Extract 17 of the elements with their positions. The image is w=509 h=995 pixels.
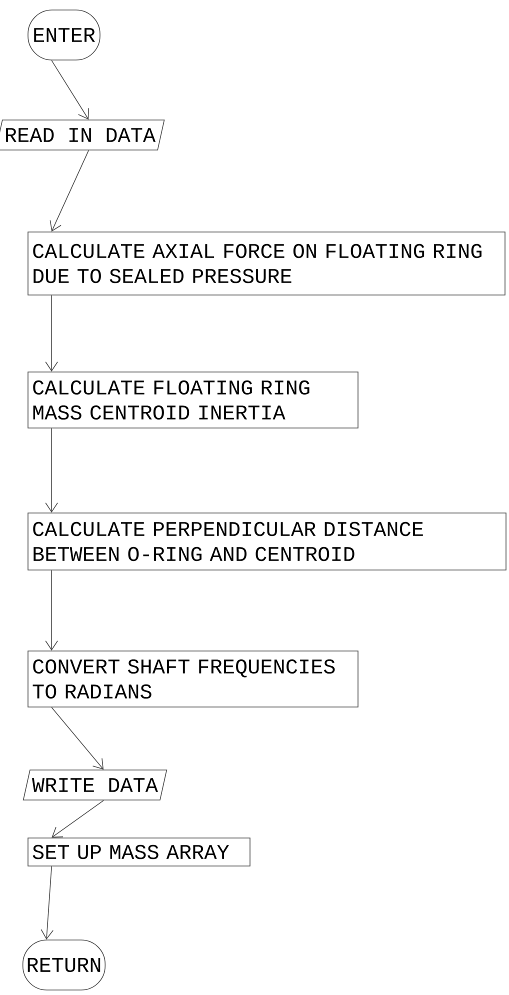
- arrow: [50, 150, 89, 232]
- process-box: CONVERT SHAFT FREQUENCIES TO RADIANS: [28, 650, 358, 708]
- arrow: [45, 570, 58, 651]
- arrow: [45, 428, 58, 513]
- arrow: [40, 866, 54, 940]
- process-box: CALCULATE PERPENDICULAR DISTANCE BETWEEN O-RING AND CENTROID: [28, 512, 506, 570]
- process-box: CALCULATE AXIAL FORCE ON FLOATING RING DUE TO SEALED PRESSURE: [28, 232, 506, 296]
- terminal-box: RETURN: [22, 940, 106, 990]
- arrow: [51, 60, 89, 120]
- arrow: [51, 707, 104, 770]
- data-parallelogram: WRITE DATA: [22, 770, 168, 800]
- arrow: [45, 295, 58, 372]
- arrow: [52, 800, 104, 838]
- data-parallelogram: READ IN DATA: [0, 120, 165, 150]
- terminal-box: ENTER: [28, 10, 100, 60]
- process-box: CALCULATE FLOATING RING MASS CENTROID INERTIA: [28, 372, 358, 428]
- process-box: SET UP MASS ARRAY: [28, 838, 250, 866]
